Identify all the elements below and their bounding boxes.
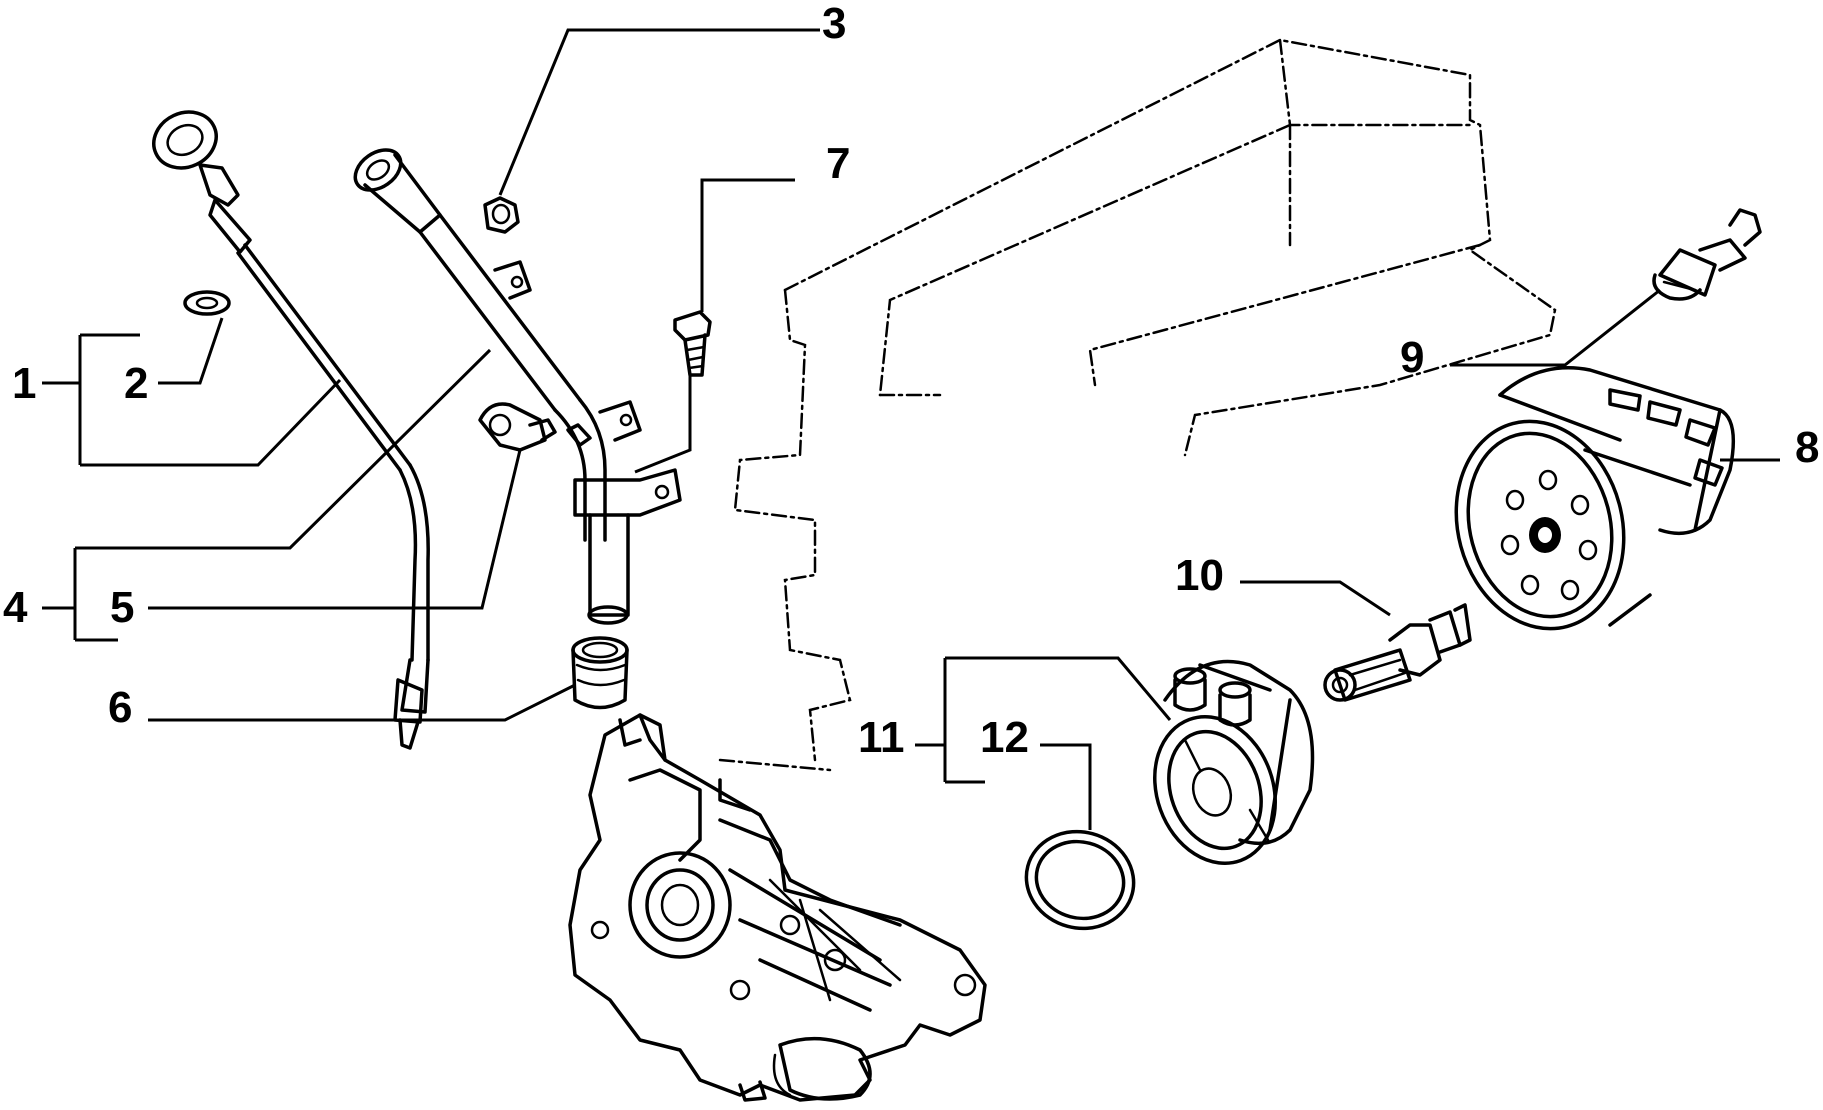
- callout-8: 8: [1795, 423, 1819, 472]
- screw: [673, 310, 712, 377]
- union-fitting: [1323, 603, 1472, 702]
- callout-10: 10: [1175, 551, 1224, 600]
- callout-9: 9: [1400, 333, 1424, 382]
- callout-11: 11: [858, 713, 905, 762]
- tube-seal-grommet: [571, 636, 629, 710]
- oil-pump-crankcase-cover: [568, 713, 987, 1102]
- callout-4: 4: [3, 583, 28, 632]
- dipstick-guide-tube: [353, 148, 682, 625]
- callout-7: 7: [826, 139, 850, 188]
- seal-ring: [1024, 829, 1136, 931]
- callout-6: 6: [108, 683, 132, 732]
- leader-lines: [42, 28, 1780, 830]
- callout-2: 2: [124, 359, 148, 408]
- oil-cooler-heat-exchanger: [1153, 659, 1315, 865]
- tube-clip: [478, 402, 557, 452]
- callout-12: 12: [980, 713, 1029, 762]
- dipstick-washer: [183, 290, 231, 316]
- engine-block-outline: [718, 38, 1557, 772]
- callout-labels: 1 2 3 4 5 6 7 8 9 10 11 12: [3, 0, 1819, 762]
- oil-pressure-sender: [1652, 208, 1762, 301]
- oil-dipstick: [152, 110, 430, 750]
- callout-3: 3: [822, 0, 846, 48]
- oil-filter-cartridge: [1454, 366, 1736, 631]
- nut: [483, 196, 520, 234]
- callout-5: 5: [110, 583, 134, 632]
- callout-1: 1: [12, 359, 36, 408]
